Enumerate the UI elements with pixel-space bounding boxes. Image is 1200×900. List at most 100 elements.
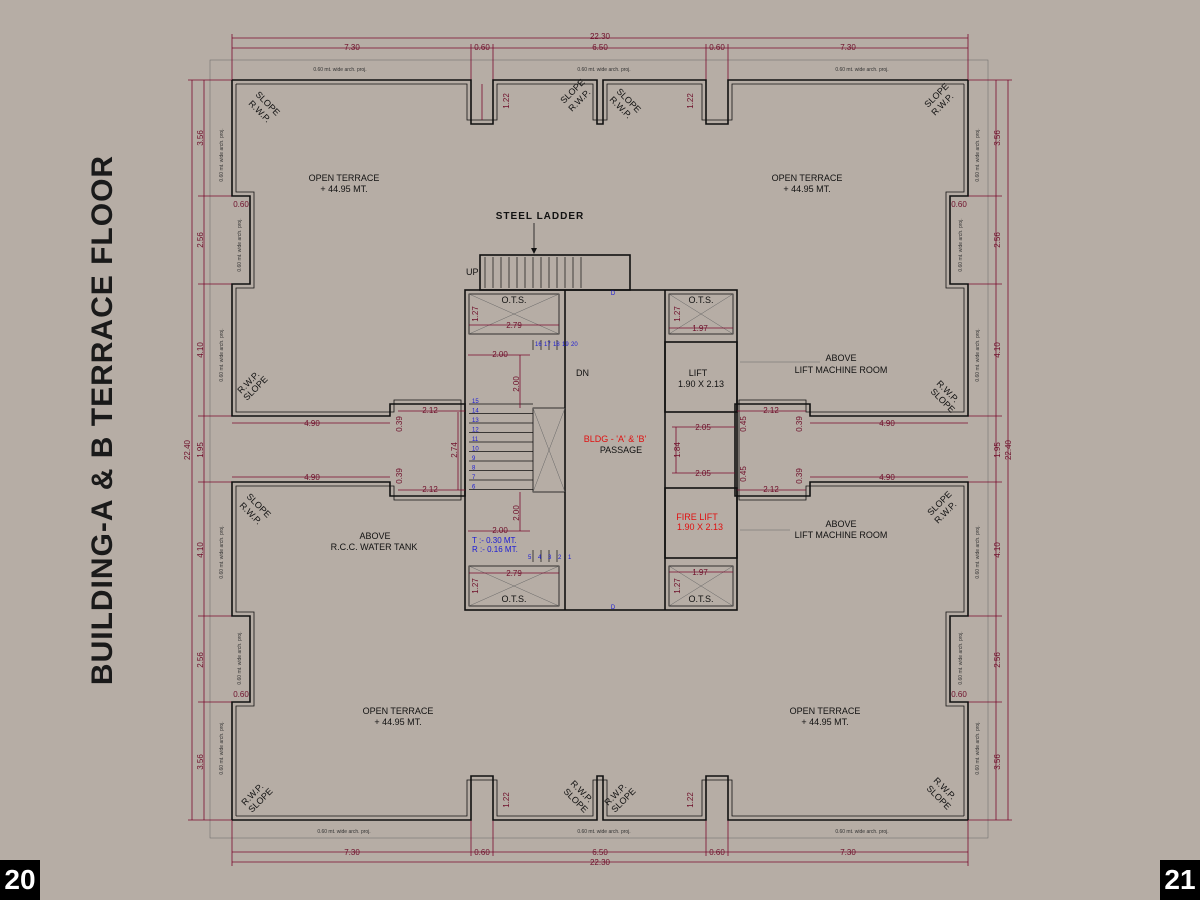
proj-note: 0.60 mt. wide arch. proj.: [958, 631, 964, 684]
interior-dimensions: 4.90 4.90 4.90 4.90 2.12 2.12 2.12 2.12 …: [232, 84, 968, 808]
dim-410-lb: 4.10: [196, 542, 205, 558]
proj-note: 0.60 mt. wide arch. proj.: [219, 721, 225, 774]
top-dimensions: 22.30 7.30 0.60 6.50 0.60 7.30: [231, 32, 969, 80]
core-block: [464, 254, 738, 611]
proj-note: 0.60 mt. wide arch. proj.: [835, 829, 888, 835]
dim-200-v2: 2.00: [512, 505, 521, 521]
bottom-dimensions: 7.30 0.60 6.50 0.60 7.30 22.30: [231, 820, 969, 867]
ladder-arrow-icon: [531, 248, 537, 254]
left-dimensions: 22.40 3.56 2.56 4.10 1.95 4.10 2.56 3.56: [183, 79, 232, 821]
proj-note: 0.60 mt. wide arch. proj.: [975, 328, 981, 381]
dim-205-1: 2.05: [695, 423, 711, 432]
stair-step-number: 7: [472, 475, 476, 481]
stair-step-number: 8: [472, 466, 476, 472]
dim-197-b: 1.97: [692, 568, 708, 577]
dim-122-br: 1.22: [686, 792, 695, 808]
dim-039-l1: 0.39: [395, 416, 404, 432]
dim-650-b: 6.50: [592, 848, 608, 857]
stair-step-number: 2: [558, 555, 562, 561]
dim-127-tl: 1.27: [471, 306, 480, 322]
up-label: UP: [466, 267, 479, 277]
dim-060-tr: 0.60: [709, 43, 725, 52]
stair-step-number: 18: [553, 342, 560, 348]
dim-356-lt: 3.56: [196, 130, 205, 146]
dim-490-r2: 4.90: [879, 473, 895, 482]
stair-step-number: 6: [472, 485, 476, 491]
dim-212-l1: 2.12: [422, 406, 438, 415]
passage-label: PASSAGE: [600, 445, 642, 455]
dim-060-lb: 0.60: [233, 690, 249, 699]
proj-note: 0.60 mt. wide arch. proj.: [237, 631, 243, 684]
dim-212-r2: 2.12: [763, 485, 779, 494]
dim-060-tl: 0.60: [474, 43, 490, 52]
stair-step-number: 12: [472, 428, 479, 434]
terrace-name-tr: OPEN TERRACE: [772, 173, 843, 183]
water-tank-label: R.C.C. WATER TANK: [331, 542, 418, 552]
ots-label-br: O.T.S.: [688, 594, 713, 604]
dim-184: 1.84: [673, 442, 682, 458]
proj-note: 0.60 mt. wide arch. proj.: [577, 67, 630, 73]
dim-127-br: 1.27: [673, 578, 682, 594]
proj-note: 0.60 mt. wide arch. proj.: [975, 128, 981, 181]
dim-205-2: 2.05: [695, 469, 711, 478]
proj-note: 0.60 mt. wide arch. proj.: [237, 218, 243, 271]
ots-label-tr: O.T.S.: [688, 295, 713, 305]
dim-410-rb: 4.10: [993, 542, 1002, 558]
dim-039-r1: 0.39: [795, 416, 804, 432]
steel-ladder-label: STEEL LADDER: [496, 211, 585, 222]
proj-note: 0.60 mt. wide arch. proj.: [219, 328, 225, 381]
stair-step-number: 11: [472, 437, 479, 443]
dim-730-bl: 7.30: [344, 848, 360, 857]
stair-step-number: 19: [562, 342, 569, 348]
dim-060-rb: 0.60: [951, 690, 967, 699]
dim-197-t: 1.97: [692, 324, 708, 333]
door-label-bottom: D: [611, 605, 616, 611]
riser-label: R :- 0.16 MT.: [472, 545, 518, 554]
terrace-level-tr: + 44.95 MT.: [783, 184, 830, 194]
ots-label-tl: O.T.S.: [501, 295, 526, 305]
fire-lift-label: FIRE LIFT: [676, 512, 718, 522]
dim-060-rt: 0.60: [951, 200, 967, 209]
dim-039-r2: 0.39: [795, 468, 804, 484]
proj-note: 0.60 mt. wide arch. proj.: [317, 829, 370, 835]
dim-195-r: 1.95: [993, 442, 1002, 458]
building-walls: [231, 79, 969, 821]
terrace-level-bl: + 44.95 MT.: [374, 717, 421, 727]
lift-machine-room-1: LIFT MACHINE ROOM: [795, 365, 888, 375]
right-dimensions: 22.40 3.56 2.56 4.10 1.95 4.10 2.56 3.56: [968, 79, 1013, 821]
dim-730-tl: 7.30: [344, 43, 360, 52]
ots-label-bl: O.T.S.: [501, 594, 526, 604]
dim-730-br: 7.30: [840, 848, 856, 857]
stair-treads: [469, 340, 566, 562]
stair-step-number: 10: [472, 447, 479, 453]
stair-step-number: 20: [571, 342, 578, 348]
stair-step-number: 4: [538, 555, 542, 561]
dim-045-1: 0.45: [739, 416, 748, 432]
stair-step-number: 3: [548, 555, 552, 561]
passage-title: BLDG - 'A' & 'B': [584, 434, 647, 444]
lift-machine-room-2: LIFT MACHINE ROOM: [795, 530, 888, 540]
stair-step-number: 16: [535, 342, 542, 348]
terrace-level-tl: + 44.95 MT.: [320, 184, 367, 194]
stair-step-number: 15: [472, 399, 479, 405]
dim-490-l2: 4.90: [304, 473, 320, 482]
dn-label: DN: [576, 368, 589, 378]
reference-frame: [209, 59, 989, 839]
dim-274: 2.74: [450, 442, 459, 458]
dim-122-tr: 1.22: [686, 93, 695, 109]
dim-200-h1: 2.00: [492, 350, 508, 359]
tread-label: T :- 0.30 MT.: [472, 536, 517, 545]
proj-note: 0.60 mt. wide arch. proj.: [975, 525, 981, 578]
fire-lift-size: 1.90 X 2.13: [677, 522, 723, 532]
dim-122-tl: 1.22: [502, 93, 511, 109]
proj-note: 0.60 mt. wide arch. proj.: [219, 128, 225, 181]
dim-356-rb: 3.56: [993, 754, 1002, 770]
projection-notes: 0.60 mt. wide arch. proj. 0.60 mt. wide …: [219, 67, 981, 835]
terrace-level-br: + 44.95 MT.: [801, 717, 848, 727]
page-number-left: 20: [0, 860, 40, 900]
dim-060-br: 0.60: [709, 848, 725, 857]
dim-060-bl: 0.60: [474, 848, 490, 857]
dim-410-lt: 4.10: [196, 342, 205, 358]
water-tank-above: ABOVE: [359, 531, 390, 541]
dim-256-lt: 2.56: [196, 232, 205, 248]
